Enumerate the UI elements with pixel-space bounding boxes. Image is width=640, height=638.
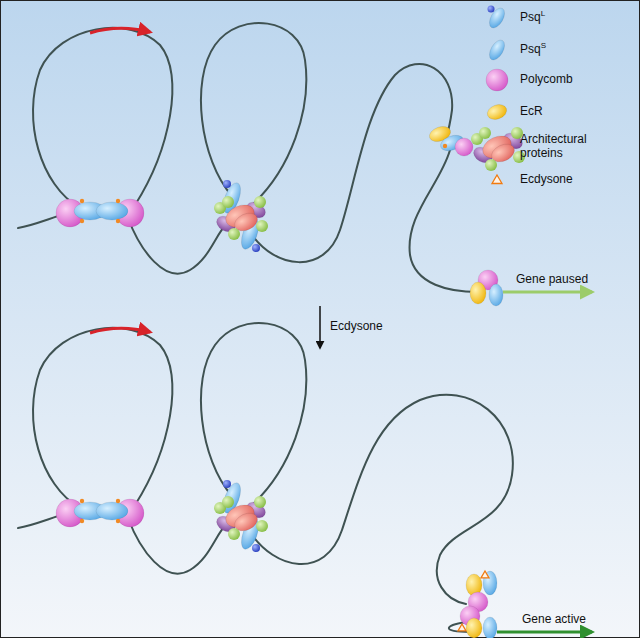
architectural-protein <box>254 496 266 508</box>
transcription-arrow <box>503 291 592 294</box>
promoter-arrow <box>90 328 150 333</box>
architectural-protein <box>479 127 491 139</box>
architectural-protein <box>222 196 234 208</box>
chromatin-fiber <box>201 23 306 205</box>
annotation-label: Gene active <box>522 612 586 626</box>
legend-icon <box>486 5 507 30</box>
legend-text: PsqS <box>520 42 546 56</box>
chromatin-fiber <box>33 328 172 508</box>
ecdysone-symbol <box>481 571 489 578</box>
psq-short <box>483 617 497 638</box>
legend-text: Polycomb <box>520 72 573 86</box>
binding-site <box>80 219 84 223</box>
psq-short <box>489 284 503 306</box>
chromatin-fiber <box>201 323 306 505</box>
architectural-protein <box>256 520 268 532</box>
legend-text: EcR <box>520 104 543 118</box>
chromatin-fiber <box>128 518 228 574</box>
psq-long-domain <box>223 480 231 488</box>
polycomb <box>455 138 473 156</box>
annotation-label: Gene paused <box>516 272 588 286</box>
active-state <box>18 323 592 638</box>
psq-short <box>96 502 128 520</box>
binding-site <box>116 499 120 503</box>
binding-site <box>80 499 84 503</box>
psq-long-domain <box>252 244 260 252</box>
legend-text: Ecdysone <box>520 172 573 186</box>
binding-site <box>116 519 120 523</box>
ecr <box>466 618 482 638</box>
architectural-protein <box>228 528 240 540</box>
legend-text: Architectural proteins <box>520 132 606 161</box>
binding-site <box>116 219 120 223</box>
chromatin-fiber <box>33 28 172 208</box>
psq-long-domain <box>252 544 260 552</box>
binding-site <box>443 144 447 148</box>
annotation-label: Ecdysone <box>330 319 383 333</box>
ecdysone-symbol <box>458 624 466 631</box>
architectural-protein <box>228 228 240 240</box>
chromatin-fiber <box>250 395 513 604</box>
architectural-protein <box>222 496 234 508</box>
architectural-protein <box>485 159 497 171</box>
chromatin-fiber <box>128 218 228 274</box>
chromatin-fiber <box>250 64 452 262</box>
binding-site <box>80 199 84 203</box>
psq-long-domain <box>223 180 231 188</box>
legend-text: PsqL <box>520 10 545 24</box>
architectural-protein <box>254 196 266 208</box>
architectural-protein <box>256 220 268 232</box>
legend-icon <box>486 37 507 62</box>
promoter-arrow <box>90 28 150 33</box>
ecr <box>470 282 486 304</box>
transcription-arrow <box>497 631 592 634</box>
paused-state <box>18 23 592 306</box>
chromatin-fiber <box>410 150 478 292</box>
legend-icon <box>485 102 509 122</box>
legend-icon <box>488 6 495 13</box>
legend-icon <box>486 69 508 91</box>
binding-site <box>116 199 120 203</box>
psq-short <box>96 202 128 220</box>
transition-arrow <box>319 306 321 348</box>
ecdysone-symbol <box>492 175 502 184</box>
binding-site <box>80 519 84 523</box>
legend-icons <box>471 5 525 183</box>
